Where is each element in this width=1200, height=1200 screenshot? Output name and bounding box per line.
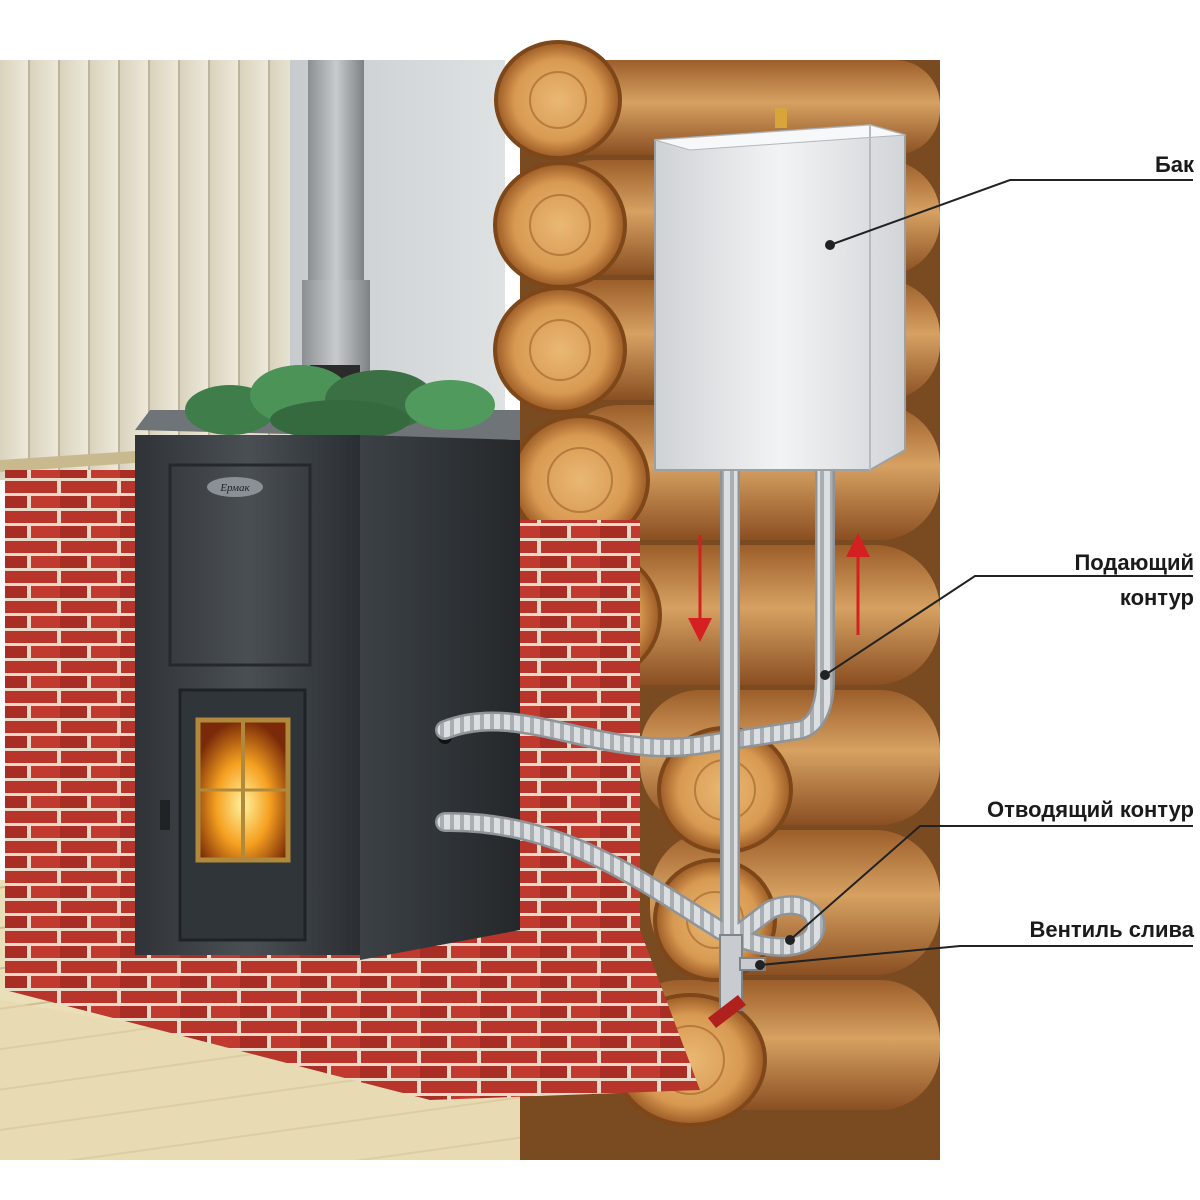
- label-return: Отводящий контур: [987, 796, 1194, 823]
- sauna-stove: Ермак: [135, 365, 520, 960]
- label-tank: Бак: [1155, 151, 1194, 178]
- label-supply-line1: Подающий: [1074, 549, 1194, 576]
- water-tank: [655, 108, 905, 470]
- stove-door-handle: [160, 800, 170, 830]
- label-drain-valve: Вентиль слива: [1029, 916, 1194, 943]
- chimney: [302, 60, 370, 395]
- log-end: [495, 288, 625, 412]
- tank-lid-knob: [775, 108, 787, 128]
- brick-wall-left: [5, 470, 135, 950]
- log-end: [496, 42, 620, 158]
- stove-emblem-text: Ермак: [219, 482, 250, 494]
- log-end: [495, 163, 625, 287]
- stove-side: [360, 435, 520, 960]
- label-supply-line2: контур: [1120, 584, 1194, 611]
